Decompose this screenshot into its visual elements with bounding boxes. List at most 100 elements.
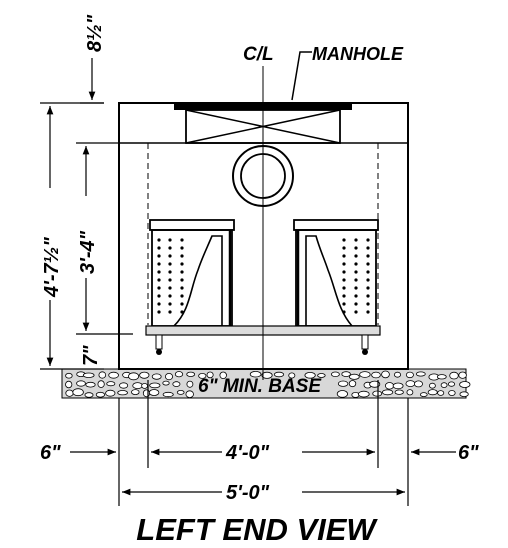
vent-dot (366, 310, 370, 314)
dim-top-offset: 8½" (80, 14, 106, 104)
manhole-label: MANHOLE (312, 44, 404, 64)
vent-dot (342, 294, 346, 298)
gravel-stone (65, 372, 73, 379)
vent-dot (168, 278, 172, 282)
gravel-stone (437, 390, 445, 396)
gravel-stone (219, 371, 227, 379)
gravel-stone (392, 382, 404, 390)
vent-dot (168, 270, 172, 274)
gravel-stone (459, 391, 469, 398)
vent-dot (342, 246, 346, 250)
gravel-stone (440, 382, 448, 388)
gravel-stone (359, 371, 371, 378)
gravel-stone (149, 382, 161, 389)
gravel-stone (415, 371, 426, 377)
gravel-stone (449, 371, 459, 380)
gravel-stone (372, 390, 383, 397)
gravel-base (61, 368, 471, 399)
gravel-stone (288, 372, 296, 379)
vent-dot (180, 286, 184, 290)
dim-interior-height: 3'-4" (76, 142, 133, 335)
gravel-stone (371, 371, 381, 379)
left-equipment-unit (149, 219, 235, 327)
centerline-label: C/L (243, 44, 274, 65)
gravel-stone (84, 392, 94, 398)
gravel-stone (106, 381, 116, 387)
vent-dot (180, 262, 184, 266)
svg-text:5'-0": 5'-0" (226, 482, 270, 504)
gravel-stone (419, 392, 428, 398)
vent-dot (366, 262, 370, 266)
gravel-stone (174, 371, 184, 378)
vent-dot (180, 270, 184, 274)
svg-text:6": 6" (458, 442, 479, 464)
base-label: 6" MIN. BASE (198, 376, 322, 397)
gravel-stone (405, 380, 416, 388)
gravel-stone (405, 371, 414, 379)
gravel-stone (82, 372, 95, 378)
gravel-stone (98, 371, 107, 379)
gravel-stone (131, 389, 140, 396)
gravel-stone (97, 380, 105, 388)
vent-dot (157, 286, 161, 290)
gravel-stone (85, 381, 96, 388)
vent-dot (180, 294, 184, 298)
gravel-stone (427, 389, 438, 396)
gravel-stone (448, 390, 456, 396)
vent-dot (354, 246, 358, 250)
vent-dot (180, 238, 184, 242)
gravel-stone (459, 381, 471, 388)
gravel-stone (304, 371, 316, 379)
gravel-stone (369, 380, 381, 388)
gravel-stone (186, 371, 196, 377)
gravel-stone (164, 372, 173, 381)
vent-dot (157, 246, 161, 250)
gravel-stone (172, 381, 181, 387)
vent-dot (354, 254, 358, 258)
vent-dot (180, 246, 184, 250)
gravel-stone (337, 380, 349, 387)
gravel-stone (76, 380, 86, 387)
gravel-stone (72, 388, 84, 397)
vent-dot (168, 262, 172, 266)
vent-dot (157, 294, 161, 298)
manhole-leader (291, 51, 312, 101)
vent-dot (366, 254, 370, 258)
vent-dot (354, 238, 358, 242)
vent-dot (168, 254, 172, 258)
svg-text:8½": 8½" (84, 14, 106, 52)
vent-dot (168, 238, 172, 242)
gravel-stone (128, 372, 140, 381)
vent-dot (157, 278, 161, 282)
vent-dot (342, 270, 346, 274)
gravel-stone (185, 390, 194, 399)
gravel-stone (330, 371, 340, 377)
gravel-stone (351, 391, 360, 398)
vent-dot (366, 302, 370, 306)
vent-dot (366, 238, 370, 242)
gravel-stone (139, 371, 150, 379)
vent-dot (157, 254, 161, 258)
gravel-stone (384, 382, 394, 390)
gravel-stone (148, 389, 160, 396)
dim-left-clearance: 6" (40, 442, 116, 464)
gravel-stone (162, 391, 174, 398)
vent-dot (366, 278, 370, 282)
gravel-stone (119, 382, 129, 389)
dim-outer-width: 5'-0" (122, 482, 405, 504)
gravel-stone (142, 389, 151, 398)
vent-dot (366, 246, 370, 250)
gravel-stone (336, 390, 348, 398)
gravel-stone (65, 389, 74, 397)
vent-dot (354, 278, 358, 282)
vent-dot (354, 294, 358, 298)
gravel-stone (428, 382, 436, 389)
vent-dot (342, 254, 346, 258)
gravel-stone (348, 373, 360, 380)
vent-dot (342, 262, 346, 266)
gravel-stone (357, 390, 370, 398)
svg-text:4'-7½": 4'-7½" (41, 237, 63, 298)
vent-dot (168, 286, 172, 290)
gravel-stone (394, 389, 404, 395)
vent-dot (354, 262, 358, 266)
